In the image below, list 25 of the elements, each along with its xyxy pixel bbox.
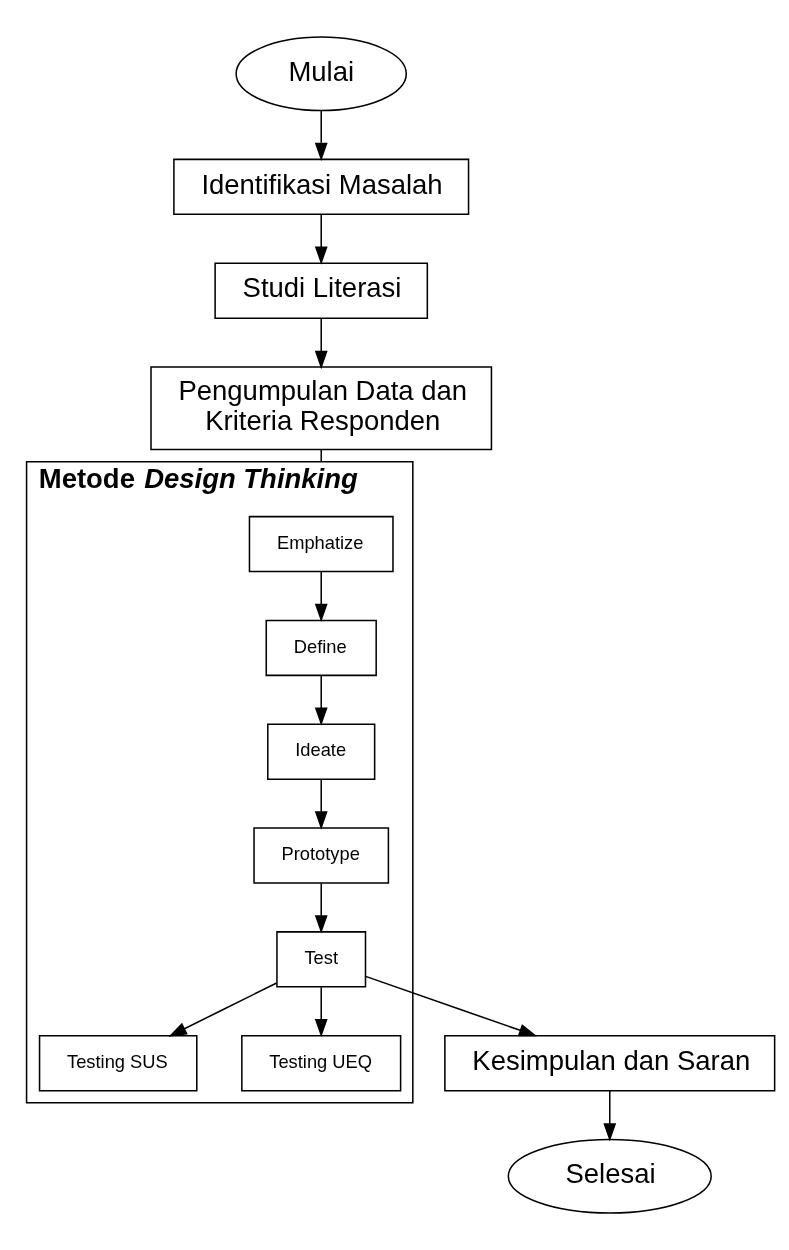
node-box: Studi Literasi (214, 262, 429, 319)
node-ellipse: Mulai (235, 36, 408, 112)
node-box: Kesimpulan dan Saran (444, 1034, 776, 1092)
node-box: Testing SUS (38, 1034, 198, 1092)
node-box: Define (265, 619, 377, 677)
arrow (314, 882, 328, 934)
arrow (314, 317, 328, 370)
arrow (314, 110, 328, 161)
node-box: Testing UEQ (241, 1034, 402, 1092)
arrow (314, 571, 328, 623)
arrow (603, 1090, 617, 1142)
arrow (314, 675, 328, 726)
arrow (364, 975, 538, 1037)
node-box: Emphatize (248, 515, 394, 573)
node-box: Test (276, 931, 367, 988)
node-ellipse: Selesai (507, 1138, 712, 1214)
arrow (168, 982, 278, 1037)
arrow (314, 986, 328, 1038)
node-box: Identifikasi Masalah (173, 158, 470, 216)
node-box: Prototype (253, 827, 390, 884)
connector (320, 448, 322, 463)
arrow (314, 214, 328, 265)
node-box: Ideate (267, 723, 376, 780)
arrow (314, 778, 328, 830)
node-box: Pengumpulan Data dan Kriteria Responden (150, 366, 493, 451)
